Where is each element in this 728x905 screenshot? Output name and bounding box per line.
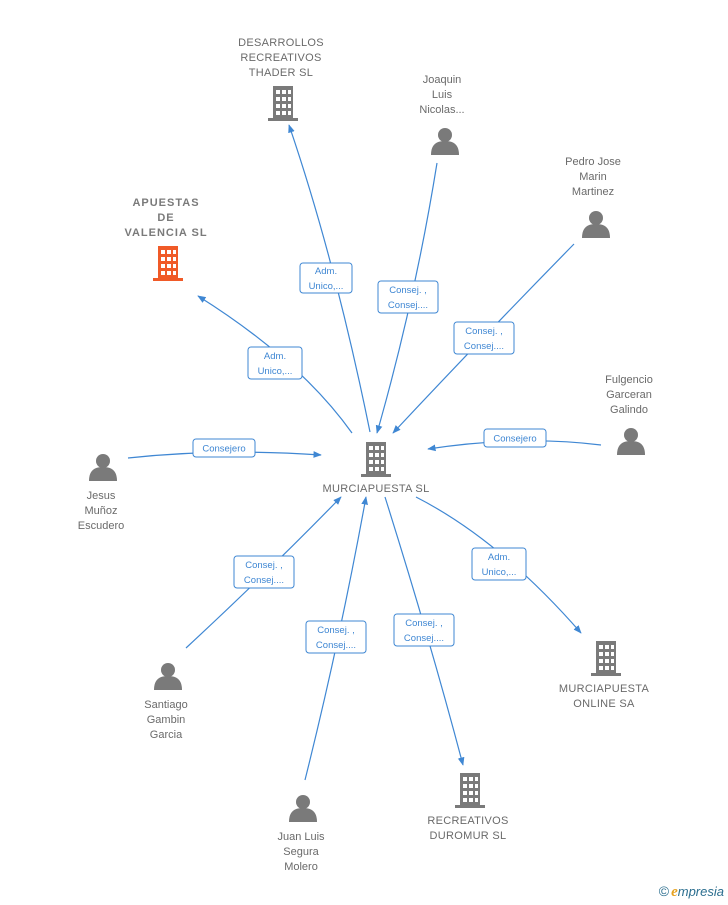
edge-label-box[interactable] xyxy=(377,280,439,314)
node-label: Muñoz xyxy=(84,505,117,517)
building-icon xyxy=(455,773,485,808)
edge-center-apuestas: Adm. Unico,... xyxy=(197,295,353,434)
node-label: Gambin xyxy=(147,714,186,726)
node-online[interactable]: MURCIAPUESTA ONLINE SA xyxy=(559,641,650,710)
edge-label-text: Unico,... xyxy=(482,567,517,578)
edge-center-recreativos: Consej. , Consej.... xyxy=(384,496,465,766)
building-icon xyxy=(268,86,298,121)
node-recreativos[interactable]: RECREATIVOS DUROMUR SL xyxy=(427,773,508,842)
node-label: Martinez xyxy=(572,186,614,198)
node-label: MURCIAPUESTA xyxy=(559,683,650,695)
edge-label-box[interactable] xyxy=(483,428,547,448)
edge-label-text: Consej.... xyxy=(316,640,356,651)
edge-label-box[interactable] xyxy=(471,547,527,581)
edge-fulgencio-center: Consejero xyxy=(427,428,602,452)
node-label: Nicolas... xyxy=(419,104,464,116)
edge-label-box[interactable] xyxy=(305,620,367,654)
node-label: THADER SL xyxy=(249,67,313,79)
node-label: Joaquin xyxy=(423,74,462,86)
node-label: DESARROLLOS xyxy=(238,37,324,49)
copyright-symbol: © xyxy=(658,883,670,899)
node-label: MURCIAPUESTA SL xyxy=(323,483,430,495)
node-apuestas[interactable]: APUESTAS DE VALENCIA SL xyxy=(124,197,207,281)
edge-juanluis-center: Consej. , Consej.... xyxy=(304,496,368,781)
edge-label-text: Adm. xyxy=(315,266,337,277)
brand-logo: ©empresia xyxy=(659,883,724,901)
node-label: RECREATIVOS xyxy=(240,52,321,64)
node-label: VALENCIA SL xyxy=(124,227,207,239)
edge-label-box[interactable] xyxy=(299,262,353,294)
edges-layer: Adm.Unico,...Adm.Unico,...Consej. ,Conse… xyxy=(127,124,602,781)
node-label: ONLINE SA xyxy=(573,698,635,710)
edge-label-box[interactable] xyxy=(393,613,455,647)
edge-label-text: Consej.... xyxy=(244,575,284,586)
node-center[interactable]: MURCIAPUESTA SL xyxy=(323,442,430,495)
node-label: Garcia xyxy=(150,729,183,741)
node-label: Pedro Jose xyxy=(565,156,621,168)
node-label: Juan Luis xyxy=(277,831,325,843)
node-label: Marin xyxy=(579,171,607,183)
edge-center-online: Adm. Unico,... xyxy=(415,496,582,634)
node-label: Garceran xyxy=(606,389,652,401)
node-label: Santiago xyxy=(144,699,187,711)
edge-label-box[interactable] xyxy=(453,321,515,355)
edge-jesus-center: Consejero xyxy=(127,438,322,459)
node-label: Jesus xyxy=(87,490,116,502)
edge-label-text: Consejero xyxy=(202,444,245,455)
edge-label-text: Consej. , xyxy=(317,625,355,636)
node-label: Luis xyxy=(432,89,453,101)
edge-label-text: Unico,... xyxy=(258,366,293,377)
edge-label-box[interactable] xyxy=(247,346,303,380)
node-desarrollos[interactable]: DESARROLLOS RECREATIVOS THADER SL xyxy=(238,37,324,121)
node-label: Fulgencio xyxy=(605,374,653,386)
edge-label-text: Consej. , xyxy=(405,618,443,629)
person-icon xyxy=(582,211,610,238)
brand-name: mpresia xyxy=(677,884,724,899)
edge-pedro-center: Consej. , Consej.... xyxy=(392,243,575,434)
edge-joaquin-center: Consej. , Consej.... xyxy=(375,162,439,434)
edge-label-text: Unico,... xyxy=(309,281,344,292)
edge-label-text: Consej. , xyxy=(245,560,283,571)
person-icon xyxy=(289,795,317,822)
person-icon xyxy=(431,128,459,155)
building-icon xyxy=(591,641,621,676)
person-icon xyxy=(154,663,182,690)
node-label: RECREATIVOS xyxy=(427,815,508,827)
edge-label-text: Consej.... xyxy=(404,633,444,644)
node-joaquin[interactable]: JoaquinLuisNicolas... xyxy=(419,74,465,155)
building-icon xyxy=(361,442,391,477)
edge-santiago-center: Consej. , Consej.... xyxy=(185,496,342,649)
building-icon xyxy=(153,246,183,281)
edge-label-box[interactable] xyxy=(233,555,295,589)
edge-label-text: Consej. , xyxy=(465,326,503,337)
node-label: DE xyxy=(157,212,174,224)
node-label: Molero xyxy=(284,861,318,873)
edge-label-text: Consej.... xyxy=(388,300,428,311)
person-icon xyxy=(617,428,645,455)
node-label: Escudero xyxy=(78,520,124,532)
brand-initial: e xyxy=(671,884,678,900)
edge-label-box[interactable] xyxy=(192,438,256,458)
nodes-layer: MURCIAPUESTA SL DESARROLLOS RECREATIVOS THA… xyxy=(78,37,653,873)
node-label: Galindo xyxy=(610,404,648,416)
node-label: Segura xyxy=(283,846,319,858)
node-label: APUESTAS xyxy=(132,197,199,209)
edge-label-text: Adm. xyxy=(264,351,286,362)
edge-label-text: Consej. , xyxy=(389,285,427,296)
edge-label-text: Consej.... xyxy=(464,341,504,352)
edge-label-text: Adm. xyxy=(488,552,510,563)
edge-label-text: Consejero xyxy=(493,434,536,445)
person-icon xyxy=(89,454,117,481)
node-label: DUROMUR SL xyxy=(430,830,507,842)
edge-center-desarrollos: Adm. Unico,... xyxy=(288,124,371,433)
